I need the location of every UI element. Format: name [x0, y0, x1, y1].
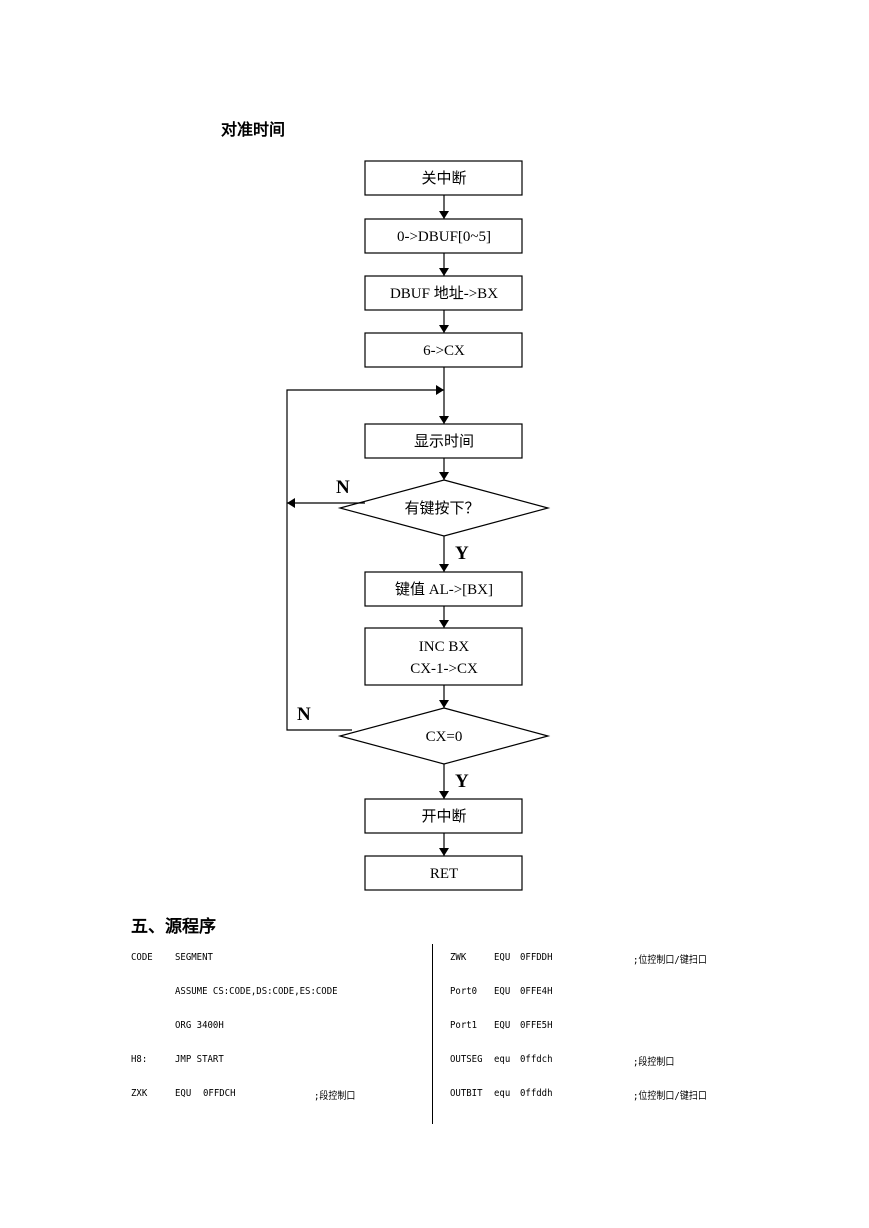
- code-op: EQU: [175, 1088, 192, 1100]
- code-op: EQU: [494, 1020, 511, 1032]
- code-label: Port0: [450, 986, 478, 998]
- node-text: CX=0: [426, 729, 463, 745]
- code-label: ZWK: [450, 952, 467, 964]
- node-text: 显示时间: [414, 433, 474, 450]
- code-args: 0FFDCH: [203, 1088, 236, 1100]
- code-args: 0FFE5H: [520, 1020, 553, 1032]
- code-comment: ;位控制口/键扫口: [633, 1091, 707, 1103]
- code-label: OUTSEG: [450, 1054, 483, 1066]
- code-op: EQU: [494, 952, 511, 964]
- branch-label-key-no: N: [336, 477, 350, 498]
- code-op: equ: [494, 1054, 511, 1066]
- code-args: 0ffddh: [520, 1088, 553, 1100]
- node-text: 关中断: [421, 170, 466, 187]
- node-text: CX-1->CX: [410, 661, 478, 677]
- node-text: 键值 AL->[BX]: [395, 581, 493, 598]
- code-op: EQU: [494, 986, 511, 998]
- code-label: H8:: [131, 1054, 148, 1066]
- node-text: DBUF 地址->BX: [390, 285, 498, 302]
- loop-back-line: [286, 385, 444, 731]
- code-label: OUTBIT: [450, 1088, 483, 1100]
- branch-label-cx-yes: Y: [455, 771, 469, 792]
- code-label: ZXK: [131, 1088, 148, 1100]
- column-divider: [432, 944, 433, 1124]
- branch-label-cx-no: N: [297, 704, 311, 725]
- flowchart: 关中断 0->DBUF[0~5] DBUF 地址->BX 6->CX 显示时间 …: [286, 160, 551, 891]
- code-args: 0FFDDH: [520, 952, 553, 964]
- code-args: 0ffdch: [520, 1054, 553, 1066]
- code-op: SEGMENT: [175, 952, 213, 964]
- code-op: ORG 3400H: [175, 1020, 224, 1032]
- code-label: CODE: [131, 952, 153, 964]
- code-op: ASSUME CS:CODE,DS:CODE,ES:CODE: [175, 986, 338, 998]
- node-text: 6->CX: [423, 343, 465, 359]
- section-heading-align-time: 对准时间: [221, 120, 286, 139]
- code-comment: ;段控制口: [633, 1057, 675, 1069]
- node-text: 有键按下？: [404, 500, 479, 517]
- node-text: 开中断: [421, 808, 466, 825]
- code-op: JMP START: [175, 1054, 224, 1066]
- node-text: RET: [430, 866, 458, 882]
- code-comment: ;段控制口: [314, 1091, 356, 1103]
- node-text: 0->DBUF[0~5]: [397, 229, 491, 245]
- section-heading-source: 五、源程序: [131, 917, 216, 937]
- code-op: equ: [494, 1088, 511, 1100]
- branch-label-key-yes: Y: [455, 543, 469, 564]
- code-args: 0FFE4H: [520, 986, 553, 998]
- node-text: INC BX: [419, 639, 470, 655]
- code-label: Port1: [450, 1020, 478, 1032]
- code-comment: ;位控制口/键扫口: [633, 955, 707, 967]
